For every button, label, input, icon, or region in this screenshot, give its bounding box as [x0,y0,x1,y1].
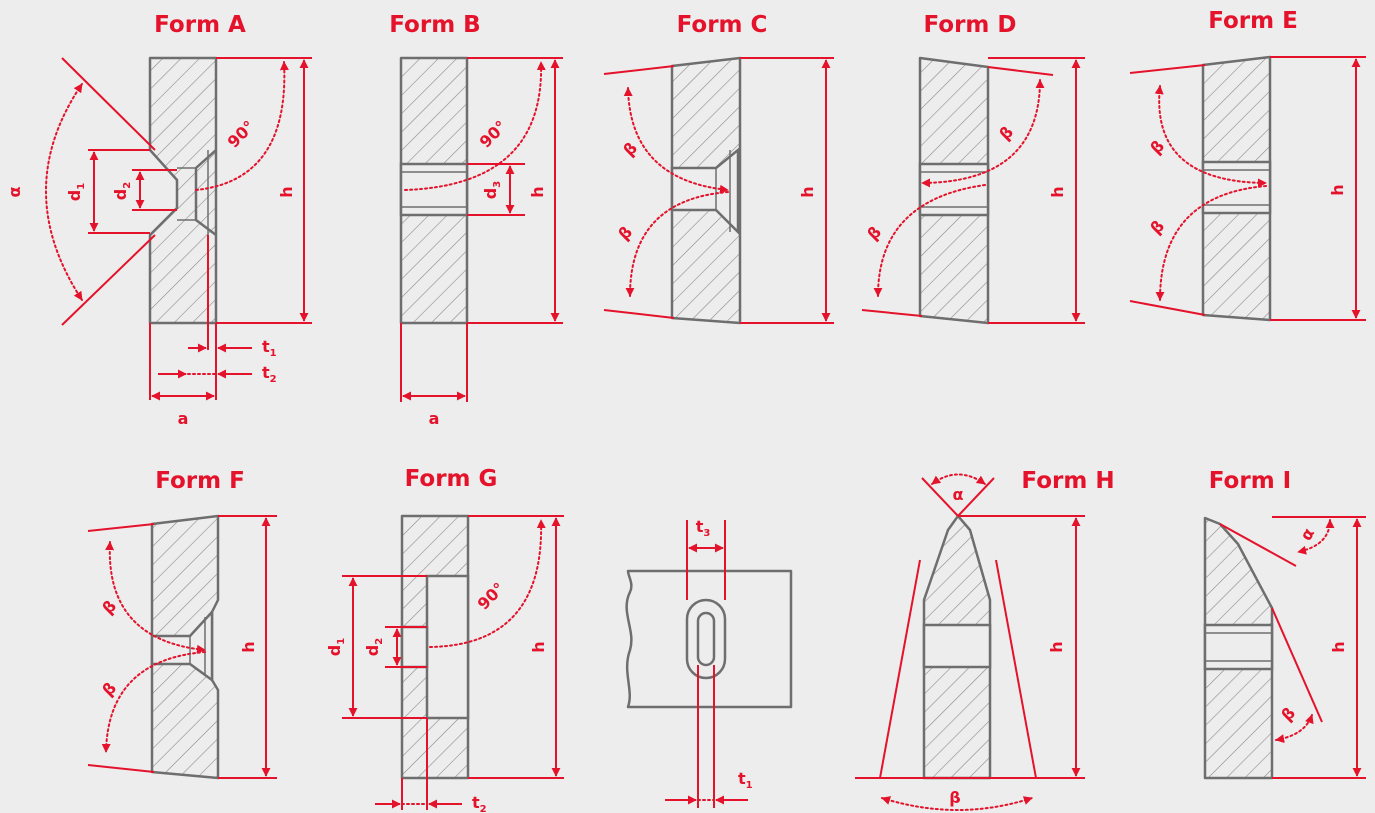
form-a-h-label: h [277,186,296,197]
form-h-alpha-label: α [953,485,964,504]
form-g-part [400,514,470,780]
form-e-beta-top-arc [1154,85,1267,188]
form-f: Form F β β h [87,468,277,780]
form-h-alpha-arc [931,473,986,485]
slot-t3-label: t3 [696,517,711,539]
form-d: Form D β β h [861,12,1085,325]
form-g-t2-label: t2 [472,793,487,813]
form-d-beta-top-label: β [995,122,1017,144]
form-g-angle-label: 90° [474,579,509,614]
form-d-beta-bottom-label: β [863,222,885,244]
form-h-beta-label: β [949,788,960,807]
form-a-title: Form A [154,12,246,38]
form-f-beta-bottom-arc [101,651,206,753]
form-f-title: Form F [155,468,245,494]
form-b-angle-arc [404,61,546,191]
form-b: Form B 90° d3 h a [389,12,563,428]
form-e-beta-top-label: β [1146,136,1168,158]
form-b-title: Form B [389,12,480,38]
slot-view: t3 t1 [625,517,793,808]
form-g-angle-arc [429,519,546,648]
form-d-part [918,56,990,325]
form-g-h-label: h [529,641,548,652]
form-c-beta-top-arc [623,87,729,194]
form-h: Form H α β h [855,468,1115,811]
form-e-h-label: h [1328,184,1347,195]
form-b-d3-label: d3 [481,181,503,199]
form-h-beta-arc [881,796,1033,811]
form-e-part [1201,55,1272,322]
form-i-title: Form I [1209,468,1291,494]
form-c: Form C β β h [603,12,834,325]
form-g-d1-label: d1 [325,638,347,656]
slot-t1-label: t1 [738,769,753,791]
form-a-alpha-label: α [5,187,24,198]
form-c-beta-top-label: β [619,138,641,160]
form-c-h-label: h [798,186,817,197]
form-b-angle-label: 90° [476,117,511,152]
form-c-beta-bottom-arc [625,191,729,297]
form-i-part [1203,516,1274,780]
form-a-angle-arc [195,61,289,191]
slot-view-part [625,569,793,709]
form-g: Form G d1 d2 90° h t2 [325,466,564,813]
form-a-d1-label: d1 [65,183,87,201]
form-c-part [670,56,742,325]
form-d-beta-bottom-arc [873,184,986,297]
form-h-title: Form H [1021,468,1114,494]
form-b-h-label: h [528,186,547,197]
form-f-h-label: h [239,641,258,652]
form-c-beta-bottom-label: β [614,222,636,244]
form-b-part [399,56,469,325]
form-i-alpha-arc [1297,519,1335,555]
form-f-beta-bottom-label: β [98,678,120,700]
form-i-beta-arc [1275,714,1314,744]
form-a-d2-label: d2 [111,182,133,200]
form-h-part [922,514,992,780]
form-a-part [148,56,218,325]
form-d-beta-top-arc [921,79,1045,188]
form-a-alpha-arc [45,83,83,301]
form-f-beta-top-arc [105,541,206,654]
form-f-beta-top-label: β [98,596,120,618]
form-b-a-label: a [429,409,440,428]
form-g-d2-label: d2 [363,638,385,656]
form-g-title: Form G [405,466,498,492]
form-a-angle-label: 90° [224,117,259,152]
form-e-title: Form E [1208,8,1298,34]
form-h-h-label: h [1047,641,1066,652]
form-a-t2-label: t2 [262,363,277,385]
form-d-h-label: h [1048,186,1067,197]
form-e: Form E β β h [1129,8,1366,322]
form-e-beta-bottom-label: β [1146,216,1168,238]
form-i-alpha-label: α [1296,525,1318,544]
form-a-t1-label: t1 [262,337,277,359]
form-e-beta-bottom-arc [1155,185,1267,301]
form-i-h-label: h [1329,641,1348,652]
form-i-beta-label: β [1277,703,1299,725]
form-d-title: Form D [924,12,1017,38]
form-i: Form I α β h [1203,468,1366,780]
form-a: Form A α d1 d2 90° h t1 t2 [5,12,312,428]
form-a-a-label: a [178,409,189,428]
form-c-title: Form C [677,12,768,38]
